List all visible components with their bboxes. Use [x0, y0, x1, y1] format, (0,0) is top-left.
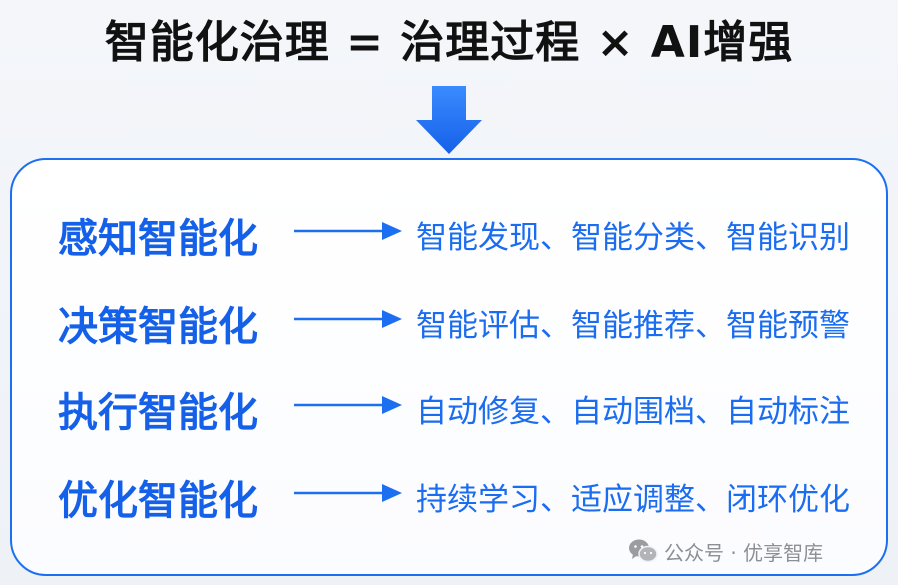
right-arrow-icon [294, 310, 402, 328]
capability-row-perception: 感知智能化 智能发现、智能分类、智能识别 [12, 202, 890, 262]
capability-row-optimization: 优化智能化 持续学习、适应调整、闭环优化 [12, 464, 890, 524]
row-items: 智能评估、智能推荐、智能预警 [416, 308, 850, 344]
row-items: 智能发现、智能分类、智能识别 [416, 220, 850, 256]
row-label: 感知智能化 [58, 216, 258, 262]
capability-row-decision: 决策智能化 智能评估、智能推荐、智能预警 [12, 290, 890, 350]
page-title: 智能化治理 = 治理过程 × AI增强 [104, 17, 794, 68]
row-label: 执行智能化 [58, 390, 258, 436]
row-items: 持续学习、适应调整、闭环优化 [416, 482, 850, 518]
right-arrow-icon [294, 222, 402, 240]
row-items: 自动修复、自动围档、自动标注 [416, 394, 850, 430]
capability-panel: 感知智能化 智能发现、智能分类、智能识别 决策智能化 智能评估、智能推荐、智能预… [10, 158, 888, 576]
right-arrow-icon [294, 484, 402, 502]
right-arrow-icon [294, 396, 402, 414]
wechat-icon [629, 539, 658, 563]
watermark: 公众号 · 优享智库 [628, 536, 823, 566]
capability-row-execution: 执行智能化 自动修复、自动围档、自动标注 [12, 376, 890, 436]
row-label: 优化智能化 [58, 478, 258, 524]
watermark-text: 公众号 · 优享智库 [664, 540, 824, 565]
row-label: 决策智能化 [58, 304, 258, 350]
down-arrow-icon [416, 86, 482, 154]
